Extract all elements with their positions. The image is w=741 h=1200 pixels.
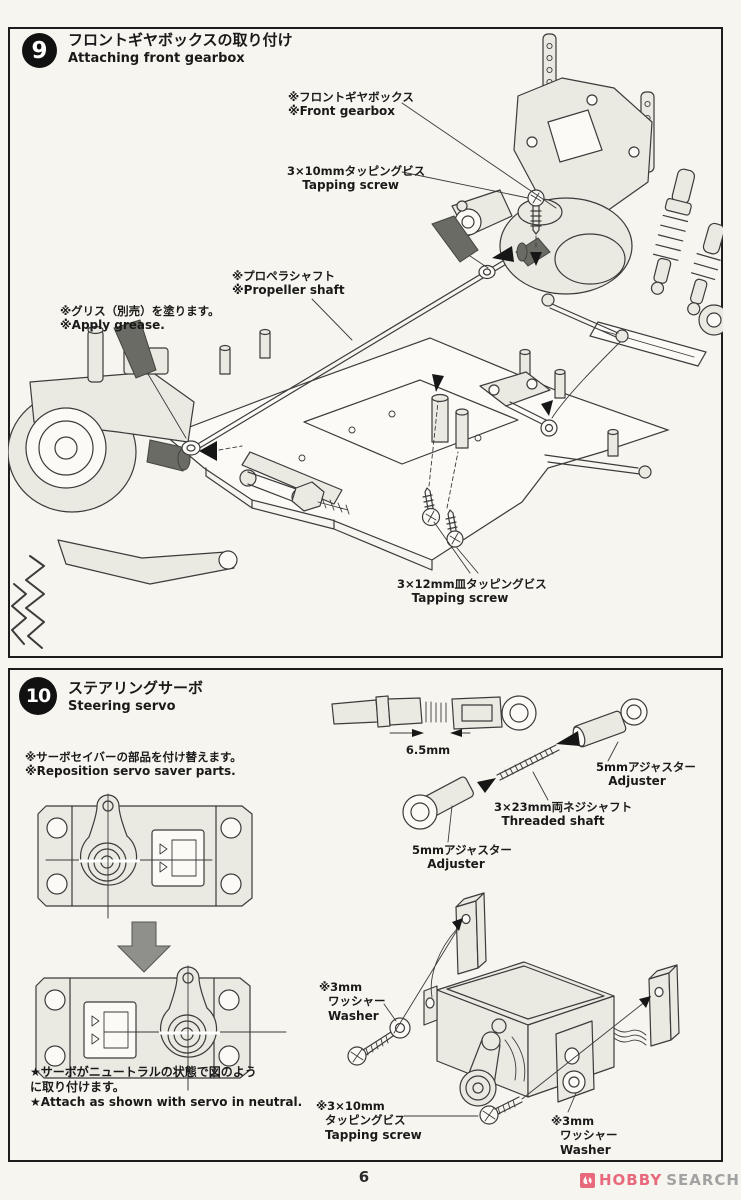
- label-adjuster-left: 5mmアジャスター Adjuster: [412, 843, 512, 872]
- step10-title: ステアリングサーボ Steering servo: [68, 679, 203, 715]
- servo-top-view-before: [37, 793, 253, 919]
- label-washer-left: ※3mm ワッシャー Washer: [319, 980, 386, 1023]
- step9-number-badge: 9: [22, 33, 57, 68]
- label-tapping-screw-312: 3×12mm皿タッピングビス Tapping screw: [397, 577, 547, 606]
- label-apply-grease: ※グリス（別売）を塗ります。 ※Apply grease.: [60, 304, 220, 333]
- arrow-icon: [477, 778, 496, 793]
- servo-mount-diagram: [347, 892, 680, 1125]
- arrow-icon: [530, 252, 542, 266]
- step10-assembly-diagram: [35, 695, 680, 1125]
- propeller-shaft-part: [181, 246, 529, 456]
- rear-gearbox: [8, 325, 350, 649]
- arrow-icon: [412, 729, 424, 737]
- servo-top-view-after: [35, 965, 287, 1091]
- step10-number-badge: 10: [19, 677, 57, 715]
- step9-title-en: Attaching front gearbox: [68, 51, 245, 66]
- arrow-icon: [199, 441, 217, 461]
- step9-number: 9: [31, 37, 48, 64]
- step10-number: 10: [25, 685, 51, 707]
- threaded-shaft-part: [477, 744, 560, 801]
- arrow-icon: [492, 246, 514, 262]
- label-washer-right: ※3mm ワッシャー Washer: [551, 1114, 618, 1157]
- logo-text-hobby: HOBBY: [599, 1171, 663, 1189]
- arrow-icon: [541, 400, 553, 416]
- turnbuckle-diagram: [331, 695, 537, 737]
- screw-icon: [479, 1096, 523, 1125]
- chassis-plate: [164, 321, 707, 571]
- label-adjuster-right: 5mmアジャスター Adjuster: [596, 760, 696, 789]
- label-tapping-screw-310b: ※3×10mm タッピングビス Tapping screw: [316, 1099, 422, 1142]
- label-neutral-note: ★サーボがニュートラルの状態で図のよう に取り付けます。 ★Attach as …: [30, 1065, 303, 1110]
- logo-text-search: SEARCH: [666, 1171, 740, 1189]
- arrow-icon: [639, 996, 651, 1008]
- label-tapping-screw-310: 3×10mmタッピングビス Tapping screw: [287, 164, 426, 193]
- arrow-icon: [450, 729, 462, 737]
- screw-icon: [421, 487, 441, 527]
- arrow-icon: [452, 918, 463, 931]
- step10-title-jp: ステアリングサーボ: [68, 679, 204, 697]
- hobby-search-logo: HOBBY SEARCH: [580, 1171, 740, 1189]
- adjuster-left-part: [402, 776, 474, 843]
- front-gearbox-assembly: [451, 33, 723, 437]
- arrow-icon: [556, 731, 580, 746]
- label-threaded-shaft: 3×23mm両ネジシャフト Threaded shaft: [494, 800, 633, 829]
- label-front-gearbox: ※フロントギヤボックス ※Front gearbox: [288, 90, 414, 119]
- screw-icon: [445, 509, 464, 548]
- screws-3x12: [421, 374, 479, 574]
- screw-icon: [347, 1031, 394, 1066]
- down-arrow-icon: [116, 921, 172, 973]
- label-leader-lines: [311, 102, 557, 341]
- arrow-icon: [432, 374, 444, 392]
- label-propeller-shaft: ※プロペラシャフト ※Propeller shaft: [232, 269, 345, 298]
- step9-assembly-diagram: [8, 33, 723, 649]
- page-number: 6: [358, 1168, 370, 1186]
- hobby-search-flame-icon: [580, 1172, 595, 1188]
- adjuster-right-part: [556, 698, 648, 762]
- step10-section: [8, 668, 723, 1162]
- step10-title-en: Steering servo: [68, 699, 176, 714]
- step9-title-jp: フロントギヤボックスの取り付け: [68, 31, 293, 49]
- label-servo-saver-note: ※サーボセイバーの部品を付け替えます。 ※Reposition servo sa…: [25, 750, 242, 779]
- label-dimension-65mm: 6.5mm: [405, 743, 451, 757]
- grease-applicator-icon: [113, 215, 514, 439]
- step9-title: フロントギヤボックスの取り付け Attaching front gearbox: [68, 31, 293, 67]
